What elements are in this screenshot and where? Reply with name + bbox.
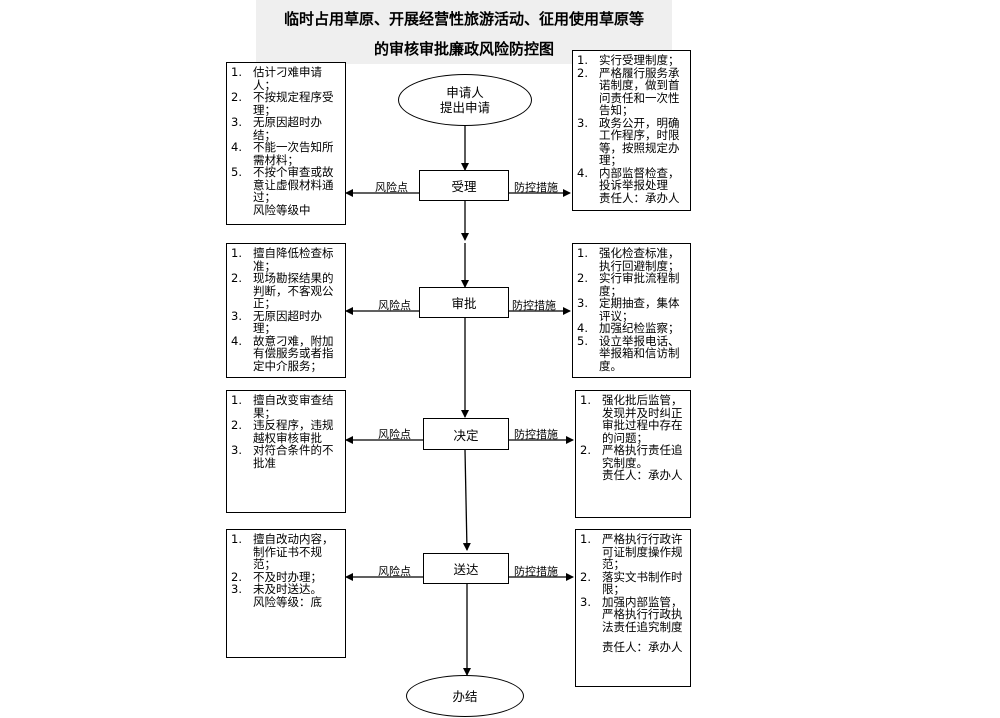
risk-2-item-3: 无原因超时办理；	[253, 308, 322, 335]
risk-1-item-2: 不按规定程序受理；	[253, 90, 334, 117]
control-3-item-2: 严格执行责任追究制度。	[602, 443, 683, 470]
risk-1-level: 风险等级中	[253, 202, 311, 217]
start-node: 申请人 提出申请	[398, 74, 532, 126]
risk-4-level: 风险等级：底	[253, 594, 322, 609]
risk-1-item-5: 不按个审查或故意让虚假材料通过；	[253, 165, 334, 204]
start-node-line2: 提出申请	[439, 100, 490, 115]
risk-label-2: 风险点	[378, 299, 411, 312]
control-4-item-1: 严格执行行政许可证制度操作规范；	[602, 532, 683, 571]
control-2-item-3: 定期抽查，集体评议；	[599, 296, 680, 323]
risk-box-accept: 1.估计刁难申请人； 2.不按规定程序受理； 3.无原因超时办结； 4.不能一次…	[226, 62, 346, 225]
control-box-accept: 1.实行受理制度； 2.严格履行服务承诺制度，做到首问责任和一次性告知； 3.政…	[572, 50, 691, 211]
risk-1-item-4: 不能一次告知所需材料；	[253, 140, 334, 167]
risk-4-item-3: 未及时送达。	[253, 582, 322, 596]
control-2-item-2: 实行审批流程制度；	[599, 271, 680, 298]
control-1-item-3: 政务公开，明确工作程序，时限等，按照规定办理；	[599, 115, 680, 167]
step-approve: 审批	[419, 287, 509, 318]
control-label-1: 防控措施	[514, 181, 558, 194]
risk-label-4: 风险点	[378, 565, 411, 578]
control-4-item-2: 落实文书制作时限；	[602, 569, 683, 596]
control-3-item-1: 强化批后监管，发现并及时纠正审批过程中存在的问题；	[602, 393, 683, 445]
control-1-item-2: 严格履行服务承诺制度，做到首问责任和一次性告知；	[599, 65, 680, 117]
risk-3-item-1: 擅自改变审查结果；	[253, 393, 334, 420]
risk-4-item-2: 不及时办理；	[253, 569, 322, 584]
end-node: 办结	[406, 675, 524, 717]
risk-3-item-3: 对符合条件的不批准	[253, 443, 334, 470]
risk-1-item-3: 无原因超时办结；	[253, 115, 322, 142]
step-decide: 决定	[423, 418, 509, 450]
control-4-owner: 责任人：承办人	[602, 640, 683, 654]
risk-2-item-4: 故意刁难，附加有偿服务或者指定中介服务；	[253, 333, 334, 373]
step-accept: 受理	[419, 170, 509, 201]
risk-4-item-1: 擅自改动内容，制作证书不规范；	[253, 532, 334, 571]
start-node-line1: 申请人	[446, 85, 484, 100]
risk-2-item-2: 现场勘探结果的判断，不客观公正；	[253, 271, 334, 310]
control-3-owner: 责任人：承办人	[602, 468, 683, 482]
risk-label-1: 风险点	[375, 181, 408, 194]
diagram-title-line2: 的审核审批廉政风险防控图	[373, 40, 554, 58]
risk-box-deliver: 1.擅自改动内容，制作证书不规范； 2.不及时办理； 3.未及时送达。 风险等级…	[226, 529, 346, 658]
risk-1-item-1: 估计刁难申请人；	[253, 65, 322, 92]
risk-box-approve: 1.擅自降低检查标准； 2.现场勘探结果的判断，不客观公正； 3.无原因超时办理…	[226, 243, 346, 378]
control-2-item-1: 强化检查标准，执行回避制度；	[599, 246, 680, 273]
control-2-item-5: 设立举报电话、举报箱和信访制度。	[599, 333, 680, 373]
control-4-item-3: 加强内部监管，严格执行行政执法责任追究制度	[602, 594, 683, 634]
control-1-item-4: 内部监督检查，投诉举报处理	[599, 165, 680, 192]
step-deliver: 送达	[423, 553, 509, 584]
control-label-4: 防控措施	[514, 565, 558, 578]
control-label-2: 防控措施	[512, 299, 556, 312]
arrow-decide-to-deliver	[462, 449, 471, 551]
control-box-approve: 1.强化检查标准，执行回避制度； 2.实行审批流程制度； 3.定期抽查，集体评议…	[572, 243, 691, 378]
risk-box-decide: 1.擅自改变审查结果； 2.违反程序，违规越权审核审批 3.对符合条件的不批准	[226, 390, 346, 513]
control-label-3: 防控措施	[514, 428, 558, 441]
risk-3-item-2: 违反程序，违规越权审核审批	[253, 418, 334, 445]
risk-2-item-1: 擅自降低检查标准；	[253, 246, 334, 273]
control-1-owner: 责任人：承办人	[599, 190, 680, 205]
control-box-deliver: 1.严格执行行政许可证制度操作规范； 2.落实文书制作时限； 3.加强内部监管，…	[575, 529, 691, 687]
diagram-title-line1: 临时占用草原、开展经营性旅游活动、征用使用草原等	[283, 10, 644, 28]
risk-label-3: 风险点	[378, 428, 411, 441]
control-1-item-1: 实行受理制度；	[599, 53, 680, 67]
control-box-decide: 1.强化批后监管，发现并及时纠正审批过程中存在的问题； 2.严格执行责任追究制度…	[575, 390, 691, 518]
control-2-item-4: 加强纪检监察；	[599, 321, 680, 335]
